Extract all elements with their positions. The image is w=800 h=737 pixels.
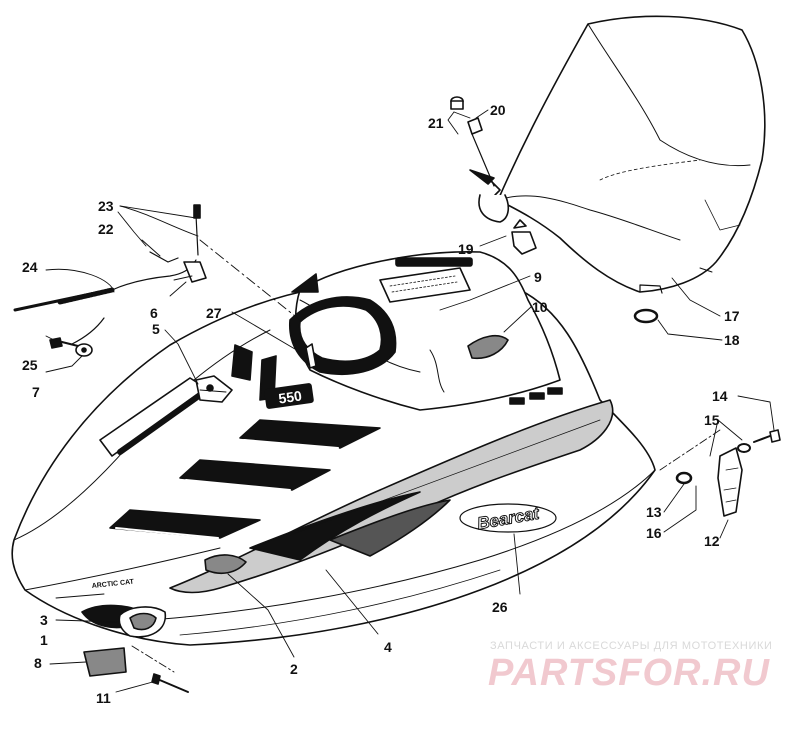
callout-16: 16 xyxy=(646,525,662,541)
callout-27: 27 xyxy=(206,305,222,321)
callout-12: 12 xyxy=(704,533,720,549)
callout-11: 11 xyxy=(96,690,111,706)
hood-latch-5 xyxy=(195,375,233,403)
callout-17: 17 xyxy=(724,308,740,324)
callout-1: 1 xyxy=(40,632,48,648)
callout-23: 23 xyxy=(98,198,114,214)
side-mount-hardware xyxy=(675,429,781,517)
callout-10: 10 xyxy=(532,299,548,315)
nose-headlight xyxy=(81,604,166,638)
callout-9: 9 xyxy=(534,269,542,285)
callout-18: 18 xyxy=(724,332,740,348)
cover-8 xyxy=(83,647,127,677)
callout-4: 4 xyxy=(384,639,392,655)
callout-2: 2 xyxy=(290,661,298,677)
callout-13: 13 xyxy=(646,504,662,520)
engine-badge: 550 xyxy=(277,387,303,406)
callout-14: 14 xyxy=(712,388,728,404)
emblem-2 xyxy=(204,554,247,575)
callout-19: 19 xyxy=(458,241,474,257)
callout-24: 24 xyxy=(22,259,38,275)
brand-decal: ARCTIC CAT xyxy=(91,579,134,590)
watermark-tagline: ЗАПЧАСТИ И АКСЕССУАРЫ ДЛЯ МОТОТЕХНИКИ xyxy=(490,640,773,652)
callout-5: 5 xyxy=(152,321,160,337)
hood-cable-assembly xyxy=(13,204,207,357)
callouts: 1 2 3 4 5 6 7 8 9 10 11 12 13 14 15 16 1… xyxy=(22,102,740,706)
fastener-27 xyxy=(305,343,317,369)
callout-20: 20 xyxy=(490,102,506,118)
callout-22: 22 xyxy=(98,221,114,237)
callout-15: 15 xyxy=(704,412,720,428)
callout-3: 3 xyxy=(40,612,48,628)
dash-console xyxy=(289,251,563,411)
callout-6: 6 xyxy=(150,305,158,321)
model-oval xyxy=(459,503,557,533)
callout-21: 21 xyxy=(428,115,444,131)
washer-18 xyxy=(633,308,659,324)
watermark-logo: PARTSFOR.RU xyxy=(488,652,770,694)
rivet-11 xyxy=(151,673,189,693)
leader-lines xyxy=(45,109,775,693)
callout-7: 7 xyxy=(32,384,40,400)
callout-8: 8 xyxy=(34,655,42,671)
windshield-fasteners xyxy=(450,96,537,255)
callout-26: 26 xyxy=(492,599,508,615)
emblem-10 xyxy=(467,334,509,360)
windshield xyxy=(497,15,766,294)
callout-25: 25 xyxy=(22,357,38,373)
side-decal xyxy=(169,399,614,594)
